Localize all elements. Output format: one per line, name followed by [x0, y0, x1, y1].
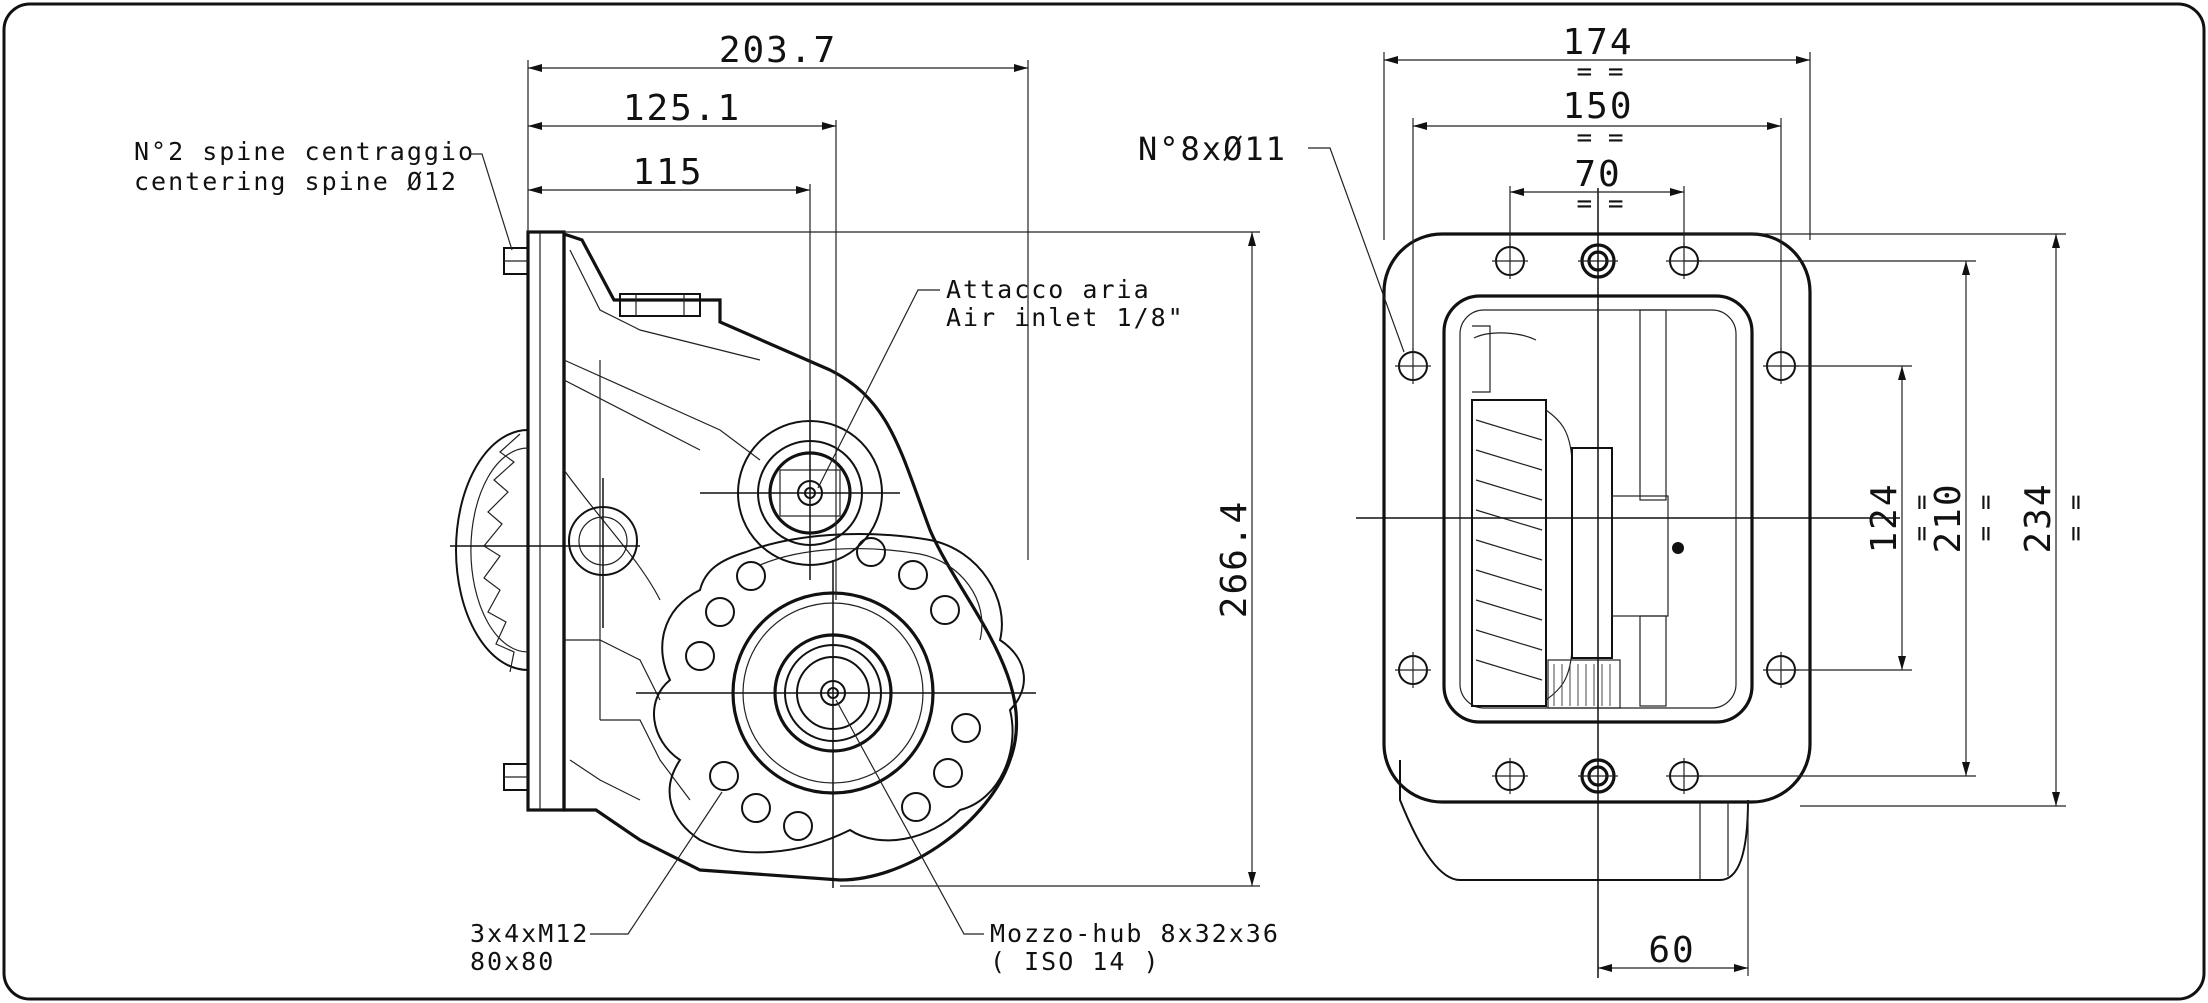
equal-mark-150: = =	[1577, 123, 1624, 153]
dim-front-width-mid: 150	[1562, 86, 1633, 127]
side-view	[450, 230, 1036, 888]
dim-front-width-outer: 174	[1562, 22, 1633, 63]
equal-mark-234: = =	[2061, 495, 2091, 542]
side-view-dimensions: 203.7 125.1 115 266.4 N°2 spine centragg…	[134, 30, 1280, 976]
equal-mark-70: = =	[1577, 189, 1624, 219]
equal-mark-124: = =	[1907, 495, 1937, 542]
equal-mark-174: = =	[1577, 57, 1624, 87]
front-view	[1356, 188, 1900, 978]
dim-front-height-234: 234	[2018, 482, 2059, 553]
equal-mark-210: = =	[1971, 495, 2001, 542]
pto-housing	[562, 231, 1019, 882]
dim-second-axis: 125.1	[623, 88, 741, 129]
dim-front-width-inner: 70	[1574, 154, 1621, 195]
input-gear	[455, 429, 529, 673]
dim-overall-length: 203.7	[719, 30, 837, 71]
note-spine-line1: N°2 spine centraggio	[134, 137, 475, 166]
note-bolts-line2: 80x80	[470, 947, 555, 976]
top-hex-nut	[619, 293, 701, 317]
note-air-line1: Attacco aria	[946, 275, 1151, 304]
front-lower-body	[1399, 760, 1749, 881]
output-flange	[653, 533, 1025, 854]
note-hub-line1: Mozzo-hub 8x32x36	[990, 919, 1280, 948]
front-internal-gear	[1471, 309, 1684, 709]
note-bolts-line1: 3x4xM12	[470, 919, 589, 948]
note-spine-line2: centering spine Ø12	[134, 167, 458, 196]
note-hub-line2: ( ISO 14 )	[990, 947, 1161, 976]
dim-first-axis: 115	[632, 152, 703, 193]
flange-bolt-holes	[685, 537, 981, 841]
front-view-dimensions: 174 = = 150 = = 70 = = 124 = = 210 = = 2…	[1138, 22, 2091, 976]
mounting-flange	[526, 230, 566, 812]
dim-front-bottom-width: 60	[1648, 930, 1695, 971]
dim-height: 266.4	[1214, 500, 1255, 618]
dim-front-height-210: 210	[1928, 482, 1969, 553]
note-air-line2: Air inlet 1/8"	[946, 303, 1185, 332]
dim-front-height-124: 124	[1864, 482, 1905, 553]
note-front-holes: N°8xØ11	[1138, 130, 1287, 168]
